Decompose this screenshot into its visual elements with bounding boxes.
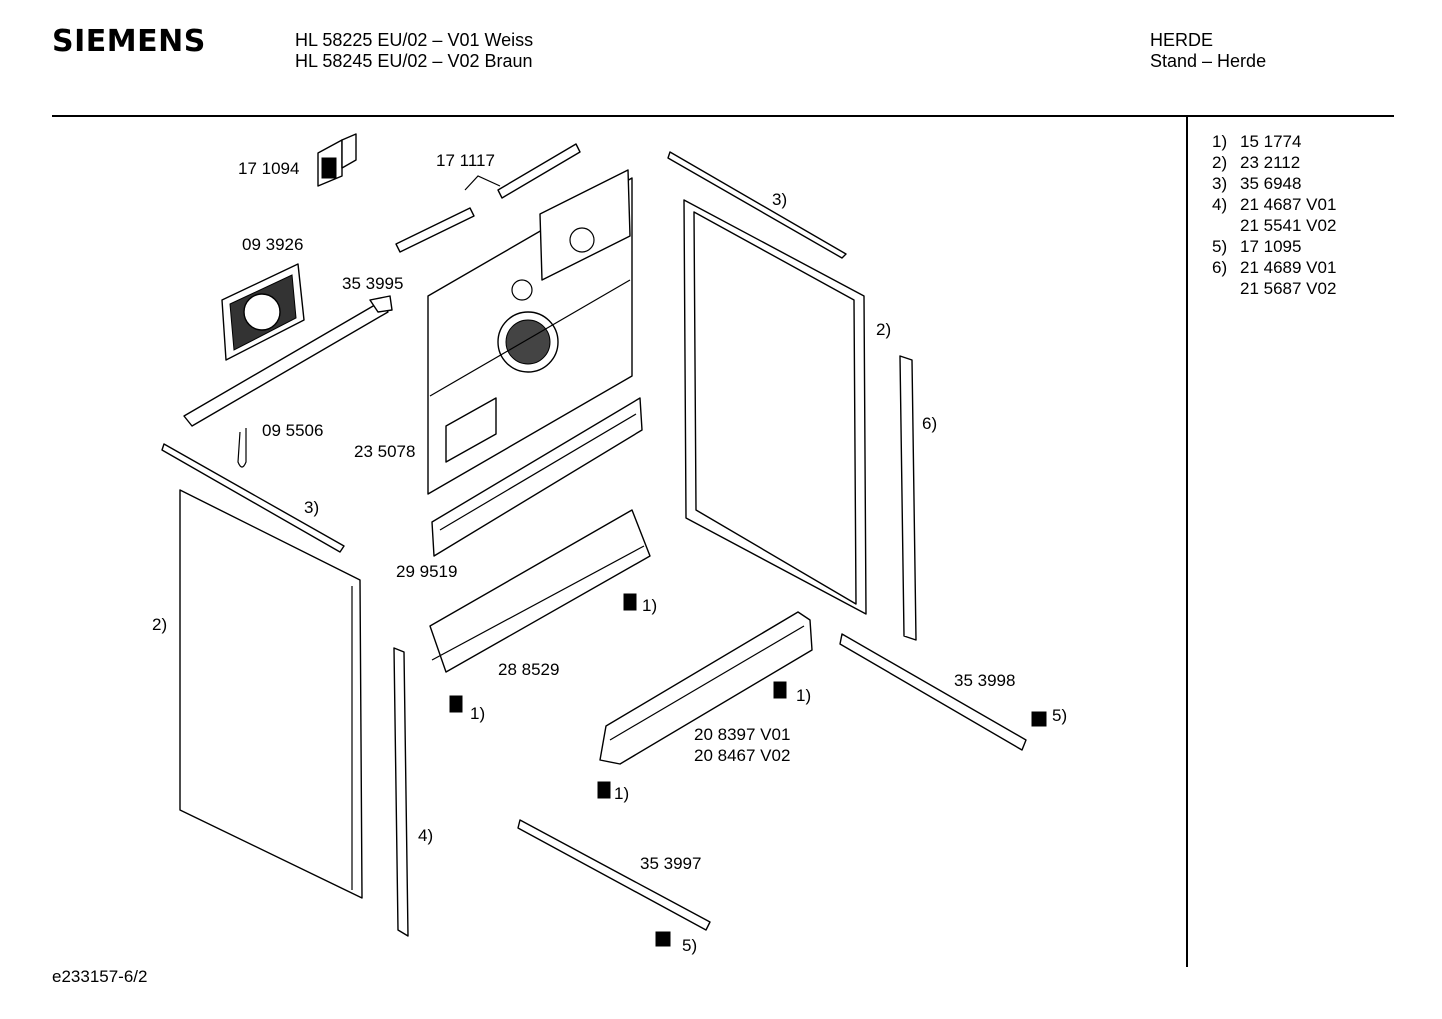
label-093926: 09 3926 xyxy=(242,235,304,254)
label-235078: 23 5078 xyxy=(354,442,416,461)
label-353995: 35 3995 xyxy=(342,274,404,293)
bar-353995-part xyxy=(183,295,393,427)
screw-a-part xyxy=(623,593,637,611)
legend-num: 4) xyxy=(1212,195,1228,214)
legend-part: 21 4689 V01 xyxy=(1240,258,1337,277)
screw-c-part xyxy=(773,681,787,699)
callout-4: 4) xyxy=(418,826,434,845)
strip-3-left-part xyxy=(161,443,345,553)
screw-b-part xyxy=(449,695,463,713)
category-block: HERDE Stand – Herde xyxy=(1150,30,1266,72)
label-171094: 17 1094 xyxy=(238,159,300,178)
label-353998: 35 3998 xyxy=(954,671,1016,690)
legend-num: 2) xyxy=(1212,153,1228,172)
legend-num xyxy=(1212,278,1240,299)
model-line-1: HL 58225 EU/02 – V01 Weiss xyxy=(295,30,534,50)
callout-2-right: 2) xyxy=(876,320,892,339)
header-divider xyxy=(52,115,1394,117)
legend-num: 3) xyxy=(1212,174,1228,193)
callout-1-a: 1) xyxy=(642,596,658,615)
legend-num: 1) xyxy=(1212,132,1228,151)
legend-part: 23 2112 xyxy=(1240,153,1301,172)
upright-4-part xyxy=(393,647,409,937)
strip-171117-part xyxy=(395,143,581,253)
callout-2-left: 2) xyxy=(152,615,168,634)
label-299519: 29 9519 xyxy=(396,562,458,581)
legend-num xyxy=(1212,215,1240,236)
callout-1-d: 1) xyxy=(614,784,630,803)
siemens-logo: SIEMENS xyxy=(52,24,206,59)
clip-b-part xyxy=(655,931,671,947)
legend-row: 1) 15 1774 xyxy=(1212,131,1336,152)
legend-row: 21 5687 V02 xyxy=(1212,278,1336,299)
callout-1-b: 1) xyxy=(470,704,486,723)
hook-095506-part xyxy=(237,428,247,468)
model-line-2: HL 58245 EU/02 – V02 Braun xyxy=(295,51,533,71)
label-171117: 17 1117 xyxy=(436,151,495,170)
tray-288529-part xyxy=(429,509,651,673)
callout-6: 6) xyxy=(922,414,938,433)
side-frame-right-part xyxy=(683,199,867,615)
label-353997: 35 3997 xyxy=(640,854,702,873)
legend-part: 21 5687 V02 xyxy=(1240,279,1337,298)
legend-row: 4) 21 4687 V01 xyxy=(1212,194,1336,215)
callout-3-left: 3) xyxy=(304,498,320,517)
legend-row: 6) 21 4689 V01 xyxy=(1212,257,1336,278)
strip-3-top-part xyxy=(667,151,847,259)
legend-part: 21 4687 V01 xyxy=(1240,195,1337,214)
legend-row: 5) 17 1095 xyxy=(1212,236,1336,257)
label-095506: 09 5506 xyxy=(262,421,324,440)
callout-5-a: 5) xyxy=(1052,706,1068,725)
callout-1-c: 1) xyxy=(796,686,812,705)
legend-part: 15 1774 xyxy=(1240,132,1302,151)
bracket-171094-part xyxy=(317,133,357,187)
strip-353998-part xyxy=(839,633,1027,751)
legend-row: 21 5541 V02 xyxy=(1212,215,1336,236)
callout-3-top: 3) xyxy=(772,190,788,209)
side-panel-left-part xyxy=(179,489,363,899)
label-208467: 20 8467 V02 xyxy=(694,746,791,765)
legend-part: 17 1095 xyxy=(1240,237,1302,256)
legend-divider xyxy=(1186,117,1188,967)
label-288529: 28 8529 xyxy=(498,660,560,679)
rail-299519-part xyxy=(431,397,643,557)
legend-row: 2) 23 2112 xyxy=(1212,152,1336,173)
upright-6-part xyxy=(899,355,917,641)
clip-a-part xyxy=(1031,711,1047,727)
fan-grille-093926-part xyxy=(221,263,305,361)
legend-part: 35 6948 xyxy=(1240,174,1302,193)
legend-row: 3) 35 6948 xyxy=(1212,173,1336,194)
model-list: HL 58225 EU/02 – V01 Weiss HL 58245 EU/0… xyxy=(295,30,533,72)
parts-legend: 1) 15 1774 2) 23 2112 3) 35 6948 4) 21 4687 … xyxy=(1212,131,1336,299)
legend-num: 6) xyxy=(1212,258,1228,277)
legend-part: 21 5541 V02 xyxy=(1240,216,1337,235)
back-panel-235078-part xyxy=(427,169,633,495)
category-title: HERDE xyxy=(1150,30,1214,50)
screw-d-part xyxy=(597,781,611,799)
callout-5-b: 5) xyxy=(682,936,698,955)
category-subtitle: Stand – Herde xyxy=(1150,51,1267,71)
legend-num: 5) xyxy=(1212,237,1228,256)
plinth-208397-part xyxy=(599,611,813,765)
document-id: e233157-6/2 xyxy=(52,967,148,986)
strip-353997-part xyxy=(517,819,711,931)
label-208397: 20 8397 V01 xyxy=(694,725,791,744)
